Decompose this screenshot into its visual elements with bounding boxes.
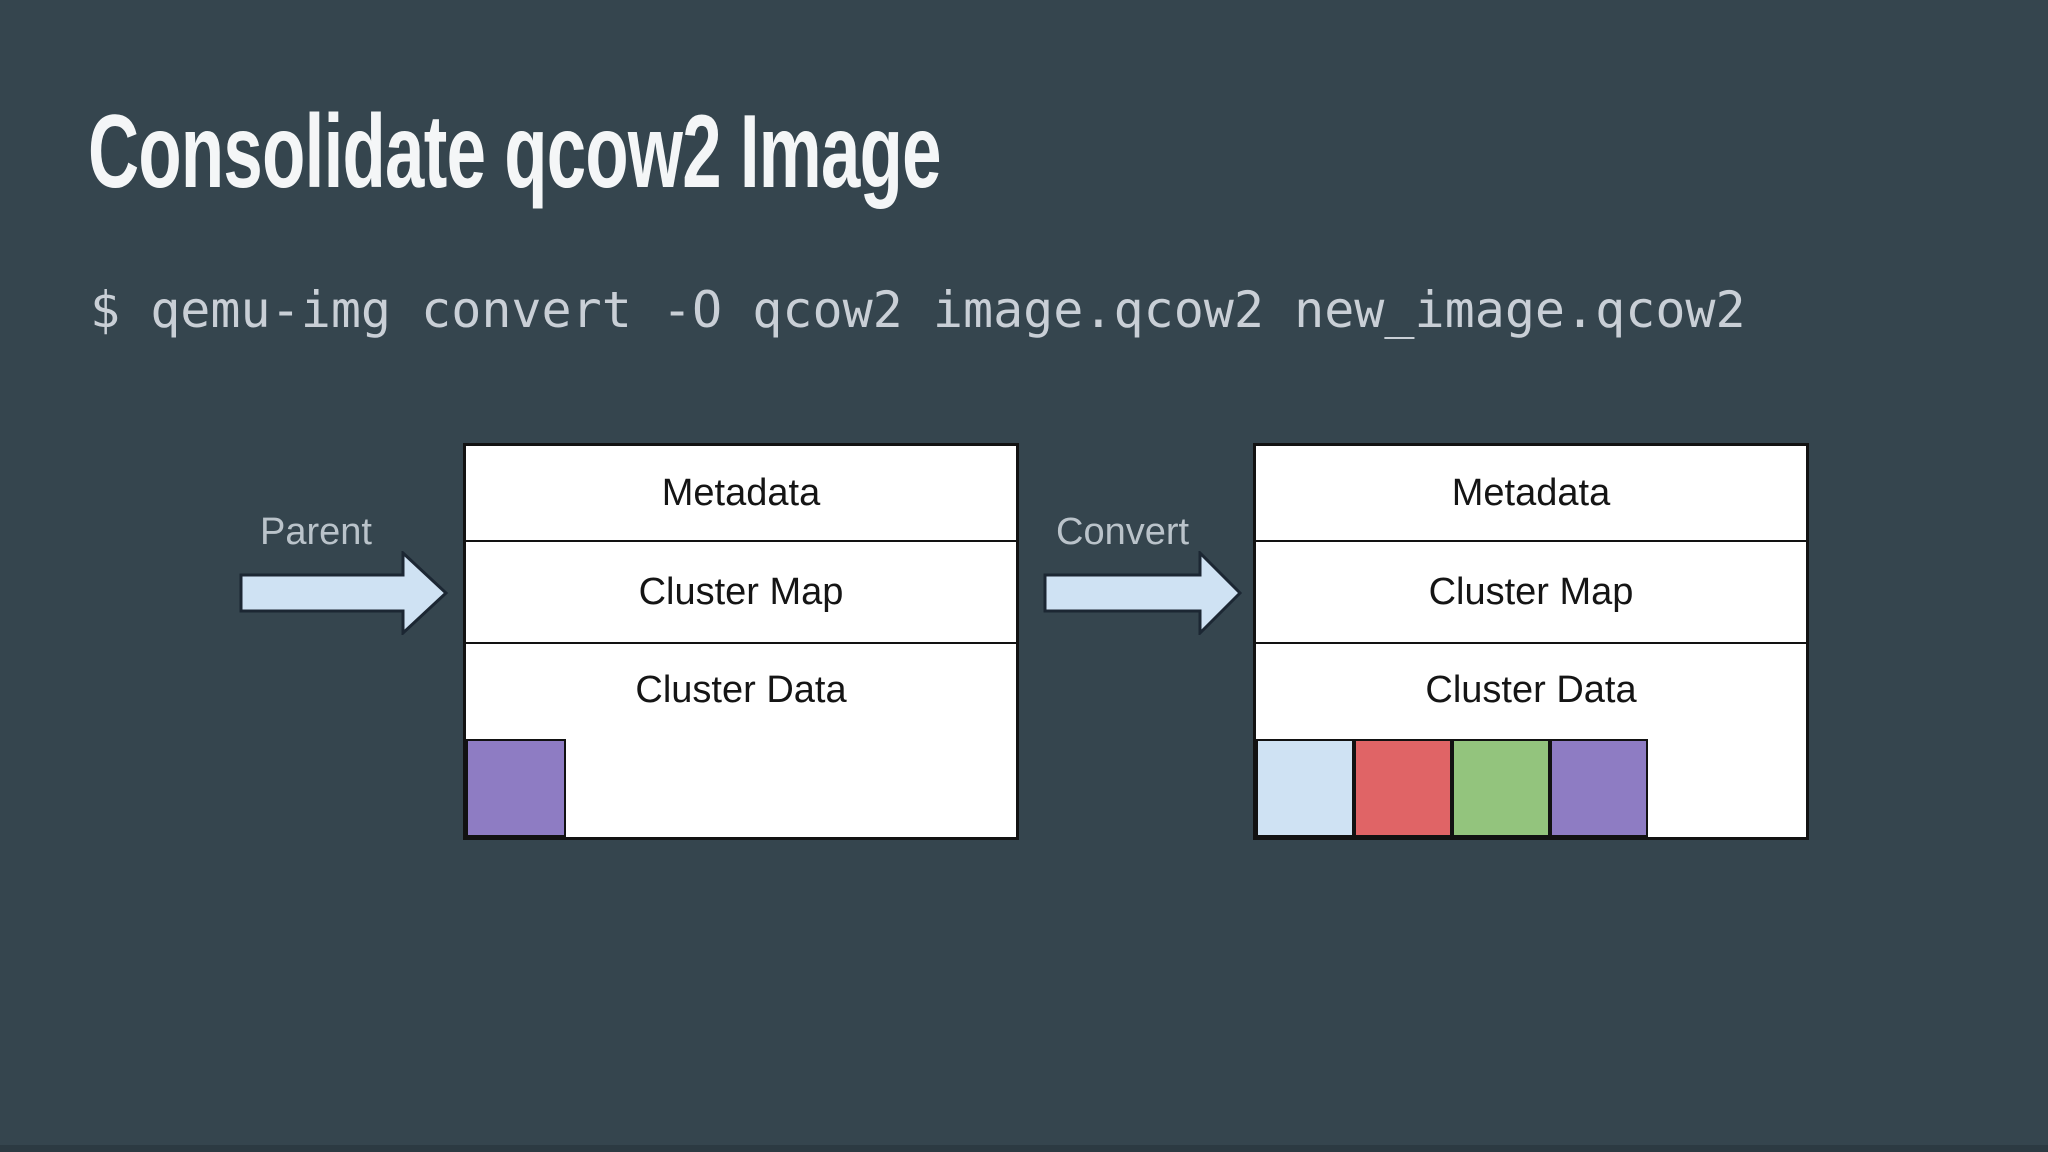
cluster-block-purple: [1550, 739, 1648, 837]
converted-cluster-blocks: [1256, 739, 1648, 837]
converted-cluster-map-section: Cluster Map: [1256, 542, 1806, 644]
slide-title: Consolidate qcow2 Image: [88, 94, 942, 210]
convert-arrow-icon: [1043, 551, 1243, 635]
converted-metadata-section: Metadata: [1256, 446, 1806, 542]
source-cluster-map-section: Cluster Map: [466, 542, 1016, 644]
source-metadata-section: Metadata: [466, 446, 1016, 542]
cluster-block-purple: [466, 739, 566, 837]
source-cluster-data-section: Cluster Data: [635, 668, 847, 711]
converted-image-box: Metadata Cluster Map Cluster Data: [1253, 443, 1809, 840]
cluster-block-green: [1452, 739, 1550, 837]
source-image-box: Metadata Cluster Map Cluster Data: [463, 443, 1019, 840]
convert-arrow-label: Convert: [1056, 511, 1190, 553]
cluster-block-lightblue: [1256, 739, 1354, 837]
source-cluster-blocks: [466, 739, 566, 837]
shell-command: $ qemu-img convert -O qcow2 image.qcow2 …: [90, 281, 1746, 339]
converted-cluster-data-section: Cluster Data: [1425, 668, 1637, 711]
parent-arrow-icon: [239, 551, 449, 635]
cluster-block-red: [1354, 739, 1452, 837]
parent-arrow-label: Parent: [260, 511, 372, 553]
slide-bottom-edge: [0, 1145, 2048, 1152]
